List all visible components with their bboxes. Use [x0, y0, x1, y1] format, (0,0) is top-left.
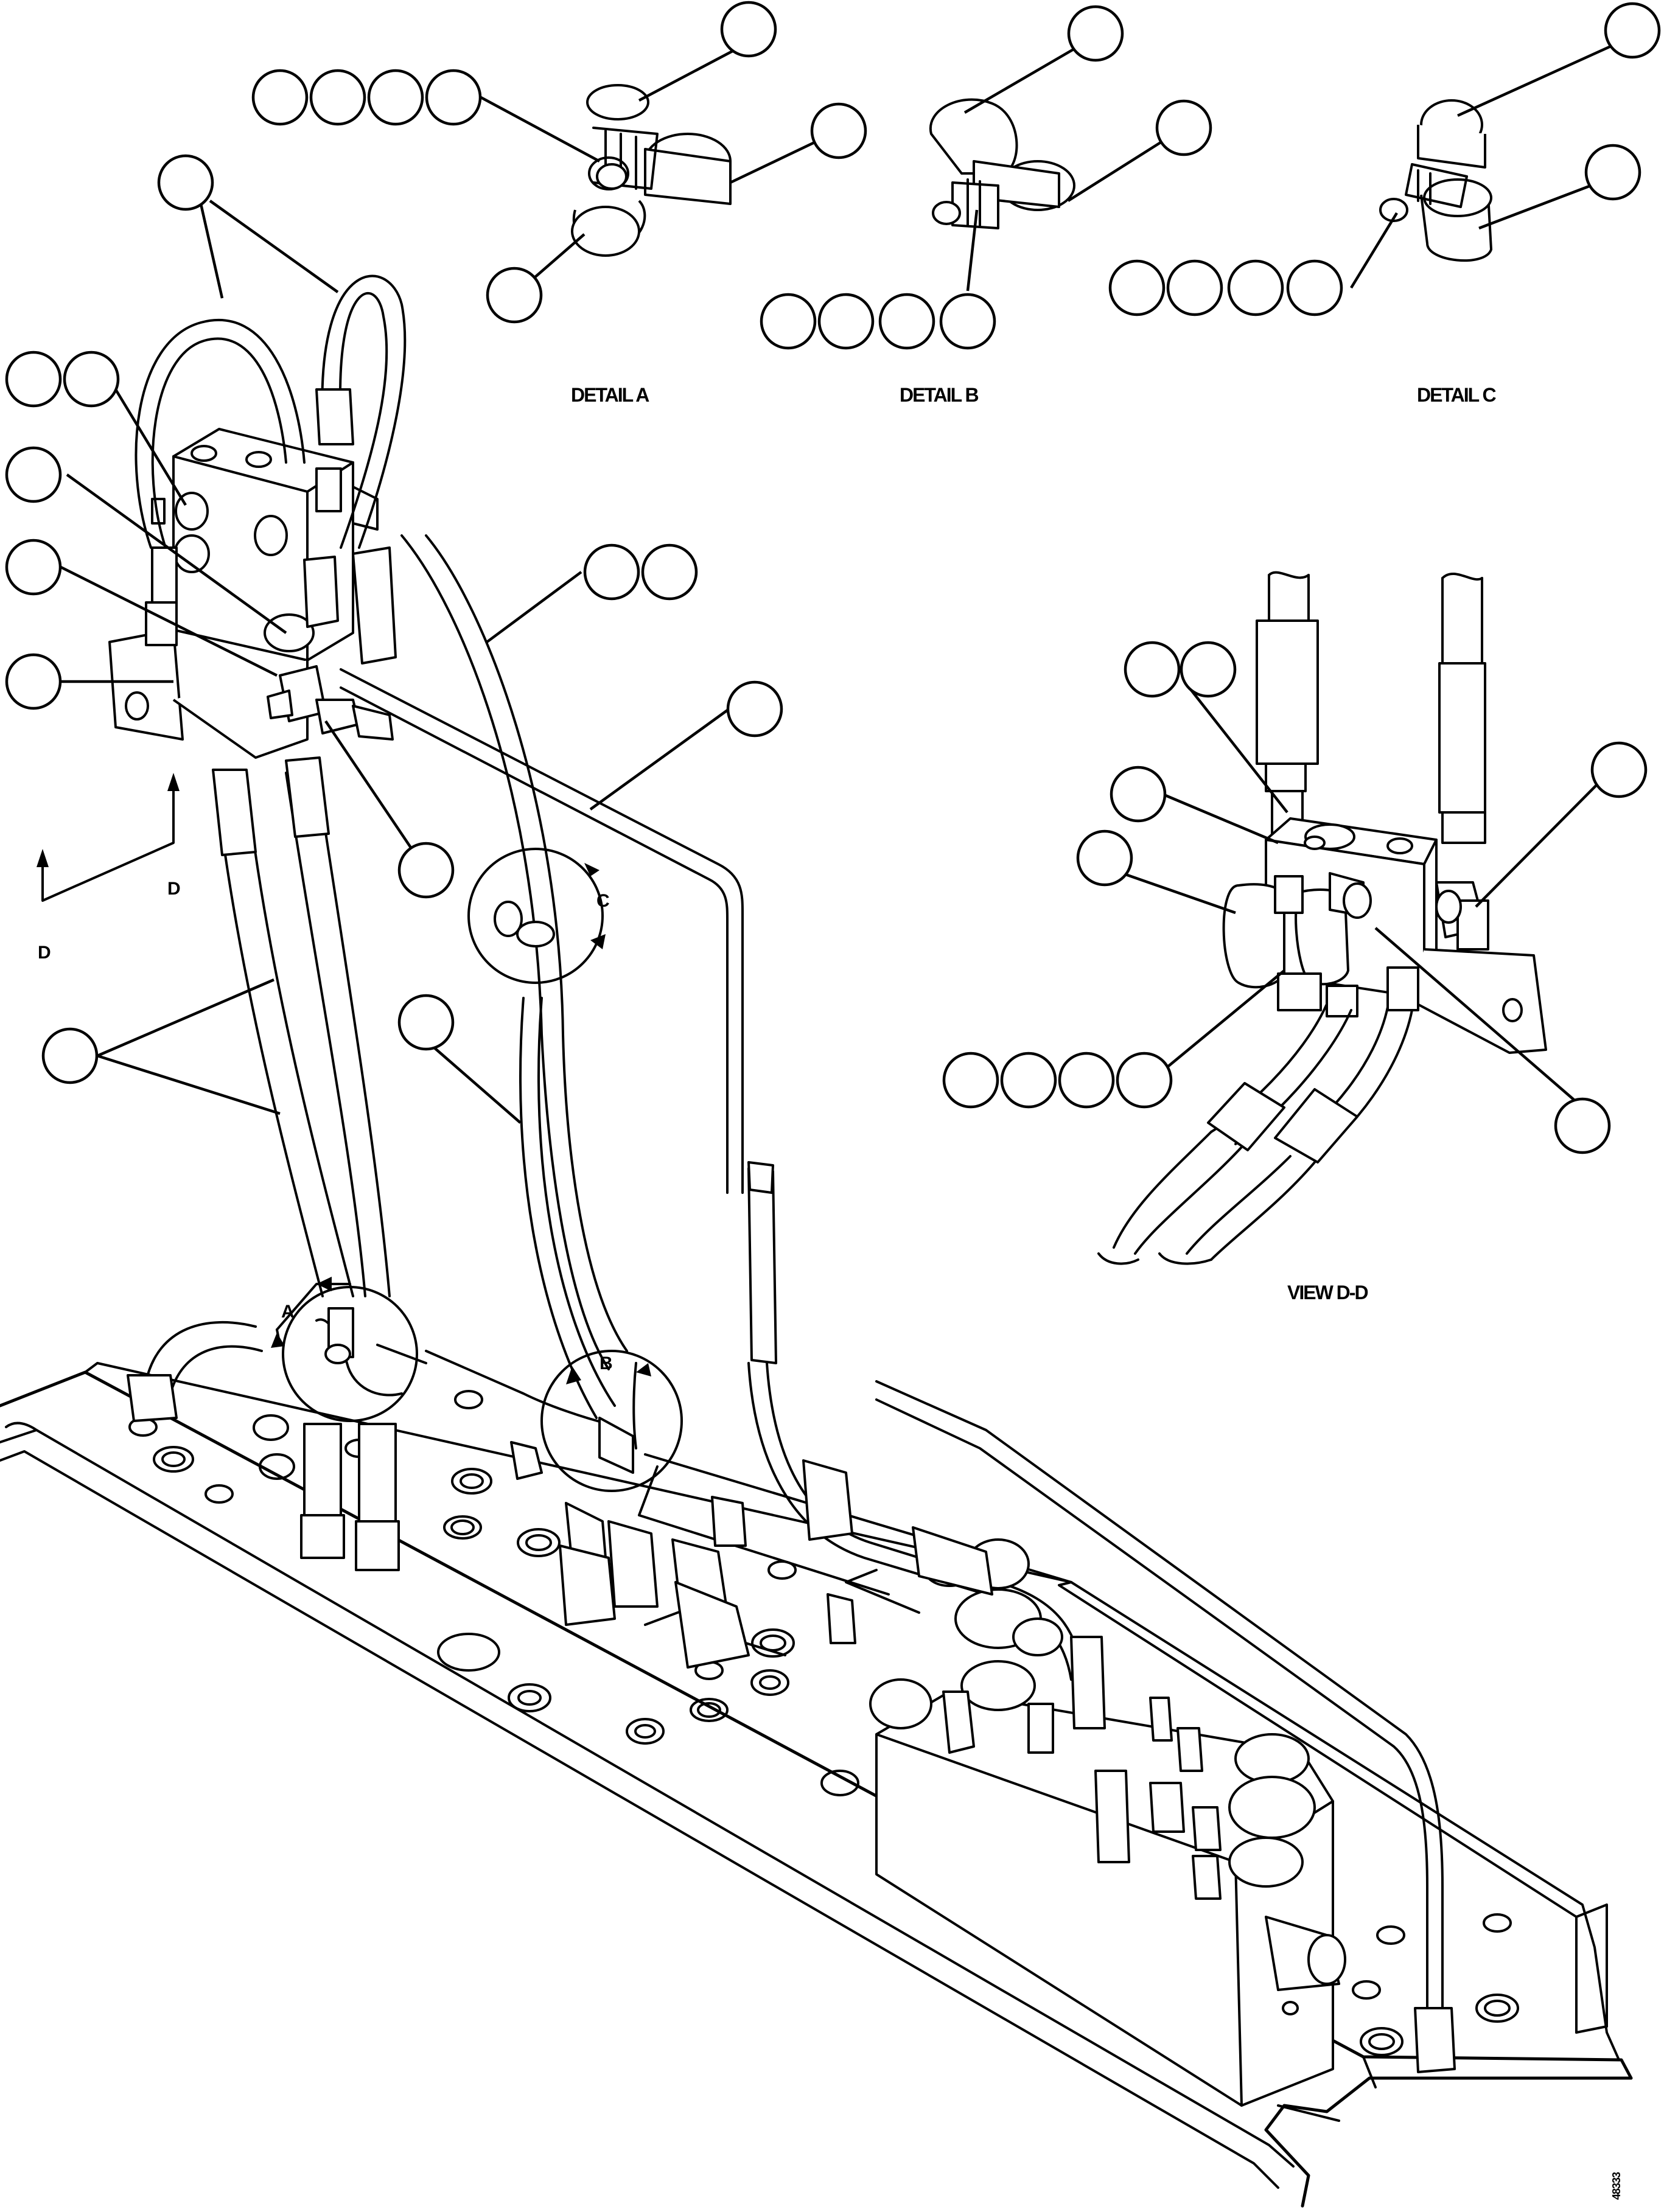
item-balloon: [397, 842, 455, 899]
arrow-head-icon: [590, 934, 606, 949]
view-d-marker: D: [38, 943, 51, 963]
item-balloon: [641, 543, 698, 601]
arrow-head-icon: [584, 863, 600, 876]
view-dd-label: VIEW D-D: [1287, 1282, 1368, 1303]
lower-manifold: [510, 1441, 1346, 2107]
item-balloon: [1000, 1052, 1057, 1109]
item-balloon: [583, 543, 640, 601]
item-balloon: [1067, 5, 1124, 62]
base-plate: [0, 1362, 1633, 2208]
view-dd-assembly: [1097, 571, 1547, 1265]
detail-a-clamp: [571, 84, 732, 257]
item-balloon: [5, 653, 62, 710]
detail-c-clamp: [1379, 99, 1492, 262]
item-balloon: [720, 1, 777, 58]
arrow-head-icon: [316, 1277, 332, 1291]
item-balloon: [1116, 1052, 1173, 1109]
item-balloon: [726, 680, 783, 738]
item-balloon: [486, 267, 543, 324]
drawing-reference-number: 48333: [1610, 2172, 1623, 2200]
view-arrows: D D: [37, 773, 181, 963]
arrow-head-icon: [271, 1333, 285, 1348]
item-balloon: [5, 351, 62, 408]
item-balloon: [1286, 259, 1343, 316]
item-balloon: [1166, 259, 1223, 316]
item-balloon: [157, 154, 214, 211]
item-balloon: [1108, 259, 1166, 316]
item-balloon: [1227, 259, 1284, 316]
detail-a-marker: A: [281, 1302, 295, 1322]
detail-c-label: DETAIL C: [1417, 384, 1496, 406]
item-balloons: [5, 1, 1661, 1154]
item-balloon: [1554, 1097, 1611, 1154]
item-balloon: [1155, 99, 1212, 156]
item-balloon: [939, 293, 996, 350]
upper-valve-block: [108, 428, 394, 759]
item-balloon: [309, 69, 366, 126]
item-balloon: [810, 102, 867, 159]
detail-b-circle: [540, 1350, 683, 1492]
detail-a-label: DETAIL A: [571, 384, 649, 406]
detail-c-marker: C: [596, 891, 610, 911]
item-balloon: [878, 293, 935, 350]
item-balloon: [1590, 741, 1648, 798]
leader-lines: [60, 35, 1633, 1124]
item-balloon: [1180, 641, 1237, 698]
view-d-marker: D: [167, 879, 181, 899]
detail-a-circle: [282, 1286, 418, 1422]
item-balloon: [397, 994, 455, 1051]
hoses: [127, 274, 628, 1571]
item-balloon: [1604, 2, 1661, 59]
item-balloon: [63, 351, 120, 408]
arrow-head-icon: [636, 1363, 651, 1376]
item-balloon: [41, 1027, 99, 1084]
item-balloon: [1110, 766, 1167, 823]
item-balloon: [1076, 829, 1133, 887]
item-balloon: [817, 293, 875, 350]
detail-c-circle: [467, 848, 604, 984]
rigid-tubes: [340, 668, 1456, 2073]
item-balloon: [942, 1052, 999, 1109]
item-balloon: [367, 69, 424, 126]
arrow-head-icon: [566, 1366, 581, 1384]
item-balloon: [1584, 144, 1641, 201]
item-balloon: [5, 539, 62, 596]
item-balloon: [1124, 641, 1181, 698]
arrow-head-icon: [167, 773, 180, 791]
item-balloon: [251, 69, 309, 126]
item-balloon: [5, 446, 62, 503]
detail-callouts: A B C: [271, 848, 683, 1492]
detail-b-marker: B: [600, 1353, 613, 1373]
item-balloon: [1058, 1052, 1115, 1109]
item-balloon: [760, 293, 817, 350]
detail-b-label: DETAIL B: [900, 384, 978, 406]
arrow-head-icon: [37, 849, 49, 867]
detail-b-clamp: [929, 98, 1075, 229]
item-balloon: [425, 69, 482, 126]
